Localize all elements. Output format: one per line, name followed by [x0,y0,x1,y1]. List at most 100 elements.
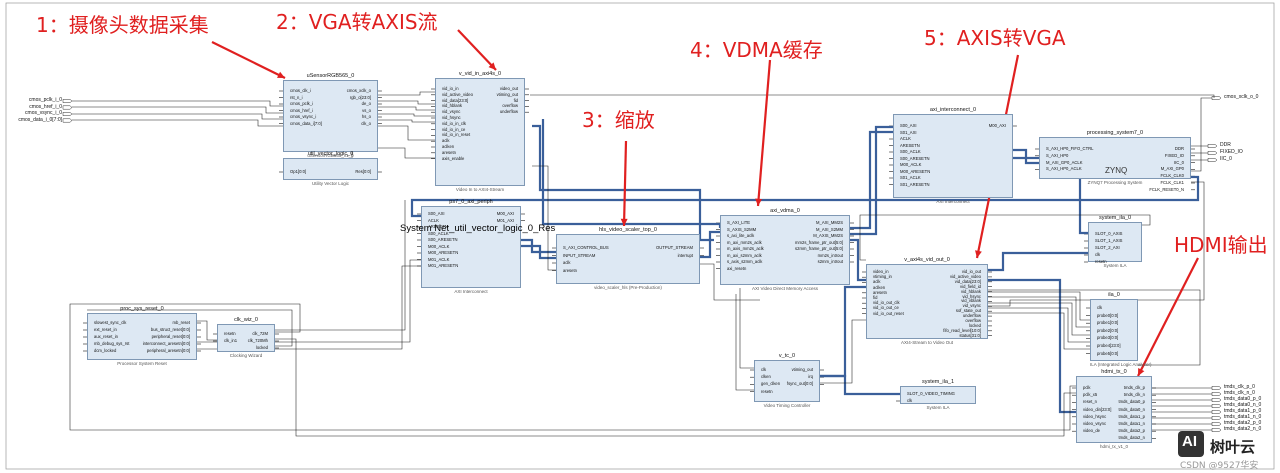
watermark-logo: AI [1182,433,1197,450]
hdmi-out-pin: tmds_clk_p [1123,385,1145,390]
v_axi4s_out-out-pin: status[31:0] [959,332,981,338]
port-arrow [1207,151,1218,155]
proc_rst-title: proc_sys_reset_0 [120,306,164,312]
v_vid_in-in-pin: aresetn [442,149,456,155]
ila_ip-in-pin: probe5[0:0] [1097,350,1119,356]
port-arrow [62,105,73,110]
hdmi-out-pin: tmds_data2_n [1118,435,1145,441]
axi_ic-in-pin: M00_ACLK [900,162,922,167]
v_vid_in-in-pin: vid_io_in_reset [442,132,471,138]
hls_scaler-in-pin: aresetn [563,267,577,273]
annotation-arrow [622,140,628,227]
ps7-out-pin: FCLK_CLK0 [1160,173,1184,179]
clk_wiz-block[interactable] [217,324,275,352]
v_axi4s_out-in-pin: vid_io_out_reset [873,310,904,316]
bus-wire [532,124,714,242]
v_axi4s_out-in-pin: vid_io_out_clk [873,300,900,306]
axi_ic-block[interactable] [893,114,1013,198]
vdma-in-pin: s_axis_s2mm_aclk [727,259,763,264]
hls_scaler-in-pin: aclk [563,260,571,265]
v_axi4s_out-out-pin: overflow [965,318,981,323]
port-arrow [1211,410,1222,414]
proc_rst-out-pin: peripheral_aresetn[0:0] [146,348,190,353]
vdma-out-pin: M_AXIS_MM2S [813,233,843,238]
watermark-logo-bg [1178,431,1204,457]
vdma-out-pin: mm2s_introut [817,252,843,258]
vdma-subtitle: AXI Video Direct Memory Access [752,286,818,291]
v_vid_in-out-pin: video_out [499,86,518,91]
ila1-in-pin: SLOT_0_VIDEO_TIMING [907,391,955,396]
external-port-right: tmds_data1_n_0 [1224,414,1262,420]
ps7-block[interactable] [1039,137,1191,179]
v_tc-title: v_tc_0 [778,353,796,359]
external-port-left: cmos_pclk_i_0 [28,97,62,103]
hls_scaler-subtitle: video_scaler_hls (Pre-Production) [594,285,662,290]
v_vid_in-in-pin: vid_io_in_clk [442,120,466,126]
external-port-right: tmds_data0_n_0 [1224,402,1262,408]
port-arrow [62,118,73,123]
ila0-block[interactable] [1088,222,1142,262]
usensor-in-pin: cmos_clk_i [290,88,311,93]
net-overlay-text: System Net_util_vector_logic_0_Res [400,223,556,234]
net-wire [988,302,1090,336]
ps7_axi-subtitle: AXI Interconnect [454,289,488,294]
proc_rst-subtitle: Processor System Reset [117,361,167,366]
annotation-label: HDMI输出 [1174,233,1268,257]
net-wire [87,309,293,347]
v_vid_in-title: v_vid_in_axi4s_0 [458,71,502,77]
ps7-out-pin: FCLK_CLK1 [1160,180,1184,185]
net-wire [355,100,435,105]
v_tc-out-pin: vtiming_out [791,367,813,372]
external-port-right: tmds_data2_p_0 [1224,420,1262,426]
util-block[interactable] [283,158,378,180]
v_tc-in-pin: resetn [761,388,773,394]
net-wire [530,94,1215,98]
vdma-in-pin: s_axi_lite_aclk [727,233,755,238]
clk_wiz-title: clk_wiz_0 [234,317,258,323]
hdmi-block[interactable] [1076,376,1152,443]
v_tc-out-pin: fsync_out[0:0] [786,381,813,387]
usensor-subtitle: uSensorRGB565_v1_0 [307,153,354,158]
v_axi4s_out-out-pin: vid_hblank [960,288,981,294]
ps7_axi-block[interactable] [421,206,521,288]
usensor-out-pin: vs_o [362,107,371,113]
annotation-label: 2：VGA转AXIS流 [276,10,438,34]
annotation-arrowhead [755,198,763,206]
vdma-in-pin: S_AXI_LITE [727,220,751,225]
ila1-in-pin: clk [907,398,913,403]
net-wire [72,119,283,127]
port-arrow [1211,398,1222,402]
hls_scaler-block[interactable] [556,234,700,284]
v_tc-block[interactable] [754,360,820,402]
vdma-out-pin: M_AXI_MM2S [816,220,843,225]
external-port-right: tmds_clk_p_0 [1224,384,1255,390]
proc_rst-block[interactable] [87,313,197,360]
port-arrow [1211,422,1222,426]
v_vid_in-block[interactable] [435,78,525,186]
v_vid_in-in-pin: vid_active_video [442,91,473,97]
bus-wire [700,230,720,259]
hdmi-out-pin: tmds_data1_p [1118,413,1145,419]
v_axi4s_out-block[interactable] [866,264,988,339]
ila_ip-in-pin: probe0[0:0] [1097,312,1119,318]
vdma-block[interactable] [720,215,850,285]
net-wire [739,288,754,369]
v_vid_in-out-pin: vtiming_out [496,91,518,97]
axi_ic-in-pin: S00_AXI [900,123,917,128]
usensor-block[interactable] [283,80,378,152]
ps7_axi-in-pin: S00_AXI [428,211,445,216]
hdmi-in-pin: video_hsync [1083,413,1107,419]
hdmi-out-pin: tmds_data1_n [1118,421,1145,426]
vdma-in-pin: S_AXIS_S2MM [727,226,757,232]
ps7_axi-title: ps7_0_axi_periph [449,199,493,205]
net-wire [355,119,435,123]
net-wire [197,320,217,341]
annotation-label: 5：AXIS转VGA [924,26,1066,50]
ila1-block[interactable] [900,386,976,404]
ila_ip-block[interactable] [1090,299,1138,361]
external-port-left: cmos_data_i_0[7:0] [18,116,62,123]
ila0-title: system_ila_0 [1098,215,1132,221]
net-wire [217,200,406,331]
proc_rst-in-pin: mb_debug_sys_rst [94,341,130,346]
annotation-arrow [211,41,286,79]
